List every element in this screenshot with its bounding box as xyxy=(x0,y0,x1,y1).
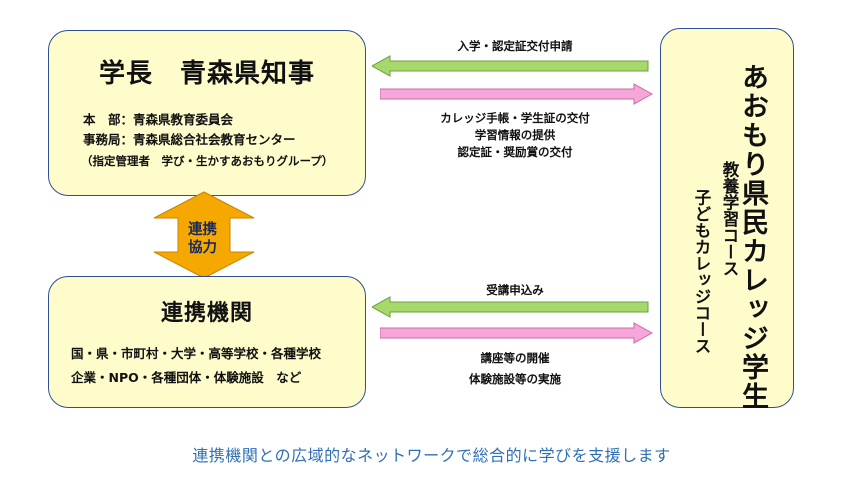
kids-course-label: 子どもカレッジコース xyxy=(692,189,711,354)
hold-courses-label: 講座等の開催 xyxy=(480,351,550,365)
designated-manager-note: （指定管理者 学び・生かすあおもりグループ） xyxy=(81,154,334,168)
secretariat-line: 事務局：青森県総合社会教育センター xyxy=(83,132,296,147)
arrow-right-pink-top xyxy=(380,83,654,105)
application-label: 入学・認定証交付申請 xyxy=(457,39,573,53)
partner-list-line-1: 国・県・市町村・大学・高等学校・各種学校 xyxy=(71,346,322,361)
experience-facilities-label: 体験施設等の実施 xyxy=(469,372,561,386)
partner-institutions-title: 連携機関 xyxy=(160,301,253,326)
students-box: あおもり県民カレッジ学生 教養学習コース 子どもカレッジコース xyxy=(660,28,794,411)
arrow-left-green-top xyxy=(372,55,649,77)
learning-info-label: 学習情報の提供 xyxy=(474,128,556,142)
arrow-left-green-bottom xyxy=(372,296,649,318)
cooperation-label-1: 連携 xyxy=(188,222,217,238)
issue-handbook-label: カレッジ手帳・学生証の交付 xyxy=(440,111,590,125)
cooperation-arrow: 連携 協力 xyxy=(150,190,258,284)
headquarters-line: 本 部：青森県教育委員会 xyxy=(83,112,234,127)
course-application-label: 受講申込み xyxy=(486,283,544,297)
liberal-course-label: 教養学習コース xyxy=(720,161,739,277)
partner-list-line-2: 企業・NPO・各種団体・体験施設 など xyxy=(71,370,302,385)
arrow-right-pink-bottom xyxy=(380,322,654,344)
certificate-award-label: 認定証・奨励賞の交付 xyxy=(457,145,573,159)
partner-institutions-box: 連携機関 国・県・市町村・大学・高等学校・各種学校 企業・NPO・各種団体・体験… xyxy=(48,276,366,408)
president-title: 学長 青森県知事 xyxy=(98,59,315,89)
cooperation-label-2: 協力 xyxy=(188,240,217,256)
president-box: 学長 青森県知事 本 部：青森県教育委員会 事務局：青森県総合社会教育センター … xyxy=(48,30,366,196)
caption: 連携機関との広域的なネットワークで総合的に学びを支援します xyxy=(192,446,671,465)
students-title: あおもり県民カレッジ学生 xyxy=(737,63,768,411)
